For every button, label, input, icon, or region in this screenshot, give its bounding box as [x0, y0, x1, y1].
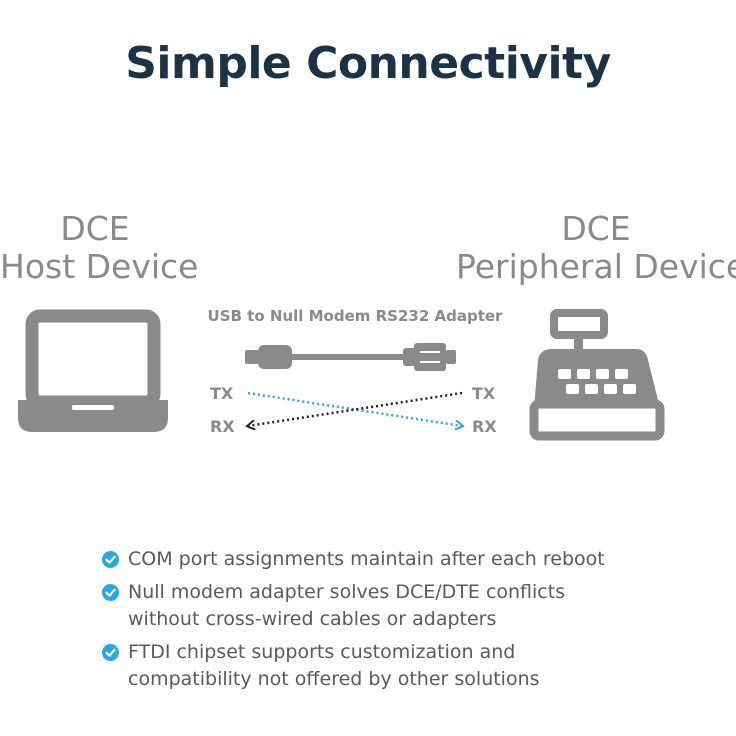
feature-text-line: COM port assignments maintain after each…: [128, 548, 605, 570]
feature-text-line: Null modem adapter solves DCE/DTE confli…: [128, 581, 566, 603]
feature-text-line: without cross-wired cables or adapters: [128, 608, 497, 630]
check-circle-icon: [102, 584, 119, 601]
cash-register-icon: [529, 309, 665, 441]
list-item: FTDI chipset supports customization and …: [100, 639, 700, 693]
list-item: COM port assignments maintain after each…: [100, 546, 700, 573]
right-tx-label: TX: [472, 384, 496, 403]
cable-icon: [245, 343, 456, 371]
host-device-label: DCE Host Device: [0, 209, 199, 286]
laptop-icon: [18, 309, 168, 432]
rx-to-tx-line: [248, 391, 463, 426]
feature-list: COM port assignments maintain after each…: [100, 546, 700, 699]
peripheral-device-name: Peripheral Device: [456, 247, 736, 286]
feature-text-line: compatibility not offered by other solut…: [128, 668, 540, 690]
left-tx-label: TX: [210, 384, 234, 403]
right-rx-label: RX: [472, 417, 497, 436]
adapter-label: USB to Null Modem RS232 Adapter: [207, 307, 503, 325]
host-device-name: Host Device: [0, 247, 199, 286]
list-item: Null modem adapter solves DCE/DTE confli…: [100, 579, 700, 633]
check-circle-icon: [102, 644, 119, 661]
left-rx-label: RX: [210, 417, 235, 436]
feature-text-line: FTDI chipset supports customization and: [128, 641, 516, 663]
peripheral-device-type: DCE: [561, 209, 631, 248]
tx-to-rx-line: [247, 391, 462, 426]
peripheral-device-label: DCE Peripheral Device: [456, 210, 736, 286]
check-circle-icon: [102, 551, 119, 568]
host-device-type: DCE: [60, 209, 130, 248]
page-title: Simple Connectivity: [125, 38, 611, 89]
